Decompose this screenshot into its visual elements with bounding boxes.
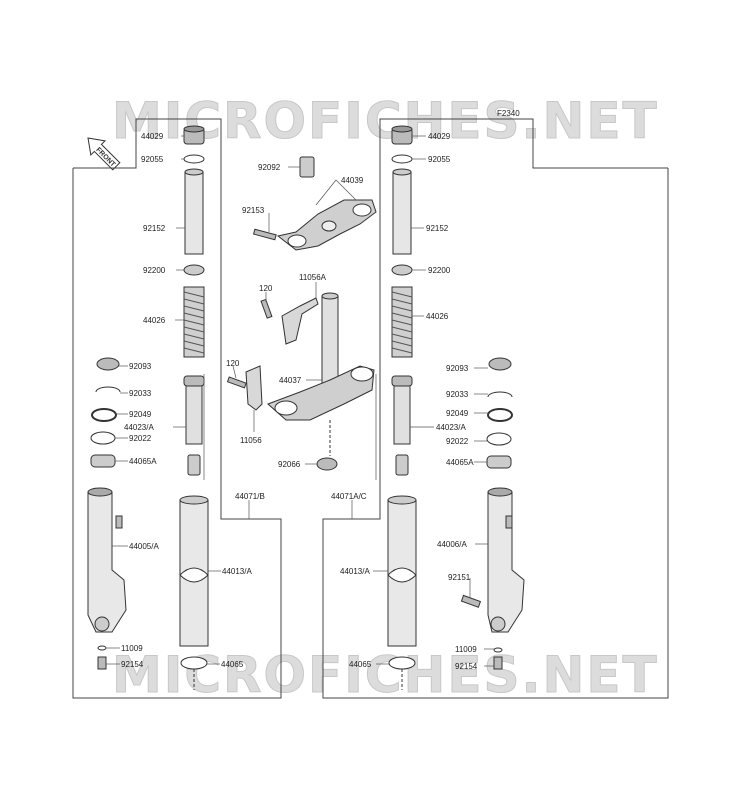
label-92151: 92151: [448, 573, 471, 582]
bolt-120-upper: [260, 298, 273, 319]
label-44071AC: 44071A/C: [331, 492, 367, 501]
label-92066: 92066: [278, 460, 301, 469]
label-92154-right: 92154: [455, 662, 478, 671]
label-120-upper: 120: [259, 284, 273, 293]
label-92022-right: 92022: [446, 437, 469, 446]
slide-bush-right: [388, 656, 416, 670]
label-44006A: 44006/A: [437, 540, 467, 549]
dust-seal-right: [488, 357, 512, 371]
bush-right: [486, 455, 512, 469]
label-92154-left: 92154: [121, 660, 144, 669]
label-92033-right: 92033: [446, 390, 469, 399]
label-11056: 11056: [240, 436, 262, 445]
cylinder-left: [185, 381, 203, 445]
label-92200-left: 92200: [143, 266, 166, 275]
label-11009-left: 11009: [121, 644, 143, 653]
bolt-120-lower: [226, 376, 247, 389]
label-11056A: 11056A: [299, 273, 327, 282]
label-44065-left: 44065: [221, 660, 244, 669]
right-fork: [387, 125, 525, 690]
slide-bush-left: [180, 656, 208, 670]
washer-right: [391, 264, 413, 276]
outer-tube-left: [87, 491, 127, 633]
label-92049-left: 92049: [129, 410, 152, 419]
oil-seal-left: [91, 408, 117, 422]
fork-pipe-left: [184, 171, 204, 255]
washer-bottom-left: [97, 645, 107, 651]
washer-left: [183, 264, 205, 276]
outer-tube-right: [487, 491, 525, 633]
label-44065A-right: 44065A: [446, 458, 474, 467]
o-ring-left: [183, 154, 205, 164]
leaders-left: [106, 135, 221, 665]
o-ring-right: [391, 154, 413, 164]
bolt-bottom-left: [97, 656, 107, 670]
diagram-code: F2340: [497, 109, 520, 118]
label-92092: 92092: [258, 163, 281, 172]
label-44023A-right: 44023/A: [436, 423, 466, 432]
bolt-bottom-right: [493, 656, 503, 670]
label-92033-left: 92033: [129, 389, 152, 398]
label-44029-left: 44029: [141, 132, 164, 141]
label-44071B: 44071/B: [235, 492, 265, 501]
label-120-lower: 120: [226, 359, 240, 368]
leaders-right: [373, 135, 494, 667]
watermark-bottom: MICROFICHES.NET: [112, 646, 659, 704]
label-11009-right: 11009: [455, 645, 477, 654]
label-92093-left: 92093: [129, 362, 152, 371]
label-44039: 44039: [341, 176, 364, 185]
dust-seal-left: [96, 357, 120, 371]
label-92152-right: 92152: [426, 224, 449, 233]
bracket-11056: [245, 365, 263, 411]
center-assembly: [226, 156, 377, 471]
leaders-center: [232, 166, 357, 519]
cylinder-right: [393, 381, 411, 445]
label-44005A: 44005/A: [129, 542, 159, 551]
label-92153: 92153: [242, 206, 265, 215]
circlip-left: [95, 386, 121, 393]
label-44013A-left: 44013/A: [222, 567, 252, 576]
bush-left: [90, 454, 116, 468]
label-44029-right: 44029: [428, 132, 451, 141]
label-44065-right: 44065: [349, 660, 372, 669]
label-92055-right: 92055: [428, 155, 451, 164]
bracket-11056A: [281, 297, 319, 345]
label-44037: 44037: [279, 376, 302, 385]
label-44026-right: 44026: [426, 312, 449, 321]
label-92022-left: 92022: [129, 434, 152, 443]
label-92093-right: 92093: [446, 364, 469, 373]
part-labels: 44029 92055 92152 92200 44026 92093 9203…: [121, 132, 478, 671]
guide-bush-left: [90, 431, 116, 445]
bolt-side-right: [460, 594, 482, 608]
nut-92092: [299, 156, 315, 178]
left-fork: [87, 125, 209, 690]
label-92152-left: 92152: [143, 224, 166, 233]
label-92055-left: 92055: [141, 155, 164, 164]
label-92200-right: 92200: [428, 266, 451, 275]
steering-stem: [321, 295, 339, 387]
label-92049-right: 92049: [446, 409, 469, 418]
washer-bottom-right: [493, 647, 503, 653]
circlip-right: [487, 391, 513, 398]
label-44065A-left: 44065A: [129, 457, 157, 466]
guide-bush-right: [486, 432, 512, 446]
frame-lines: [72, 118, 669, 699]
fork-pipe-right: [392, 171, 412, 255]
label-44026-left: 44026: [143, 316, 166, 325]
bearing-92066: [316, 457, 338, 471]
label-44013A-right: 44013/A: [340, 567, 370, 576]
label-44023A-left: 44023/A: [124, 423, 154, 432]
oil-seal-right: [487, 408, 513, 422]
bolt-92153: [252, 228, 277, 241]
